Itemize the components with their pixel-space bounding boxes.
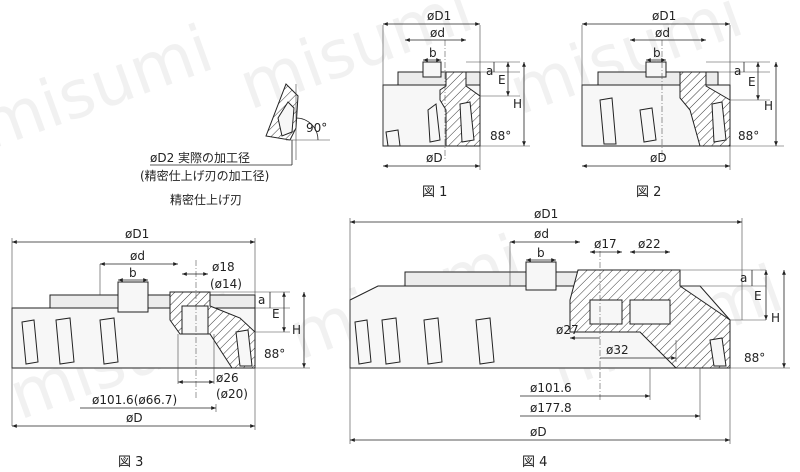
fig2-key bbox=[645, 61, 667, 78]
fig1-insert bbox=[459, 101, 475, 143]
fig2-D: øD bbox=[650, 151, 667, 165]
fig2-H: H bbox=[764, 99, 773, 113]
fig4-hole17: ø17 bbox=[594, 237, 617, 251]
fig3-caption: 図 3 bbox=[118, 455, 143, 470]
figure-3: øD1 ød b ø18 (ø14) a E H 88° ø26 (ø20) ø… bbox=[11, 227, 310, 470]
fig3-insert bbox=[99, 317, 119, 365]
detail-insert bbox=[277, 101, 295, 137]
fig2-angle: 88° bbox=[738, 129, 759, 143]
fig4-insert bbox=[381, 317, 401, 365]
fig2-a: a bbox=[734, 64, 741, 78]
fig2-insert bbox=[711, 101, 727, 143]
fig4-insert bbox=[475, 317, 495, 365]
fig3-bore bbox=[181, 305, 209, 335]
fig3-insert bbox=[55, 317, 75, 365]
fig3-bore-top-alt: (ø14) bbox=[210, 277, 242, 291]
fig4-angle: 88° bbox=[744, 351, 765, 365]
fig3-upper-hub bbox=[49, 294, 256, 309]
fig3-D: øD bbox=[126, 411, 143, 425]
fig4-hole bbox=[629, 299, 671, 325]
fig3-D1: øD1 bbox=[125, 227, 149, 241]
fig3-key bbox=[117, 281, 149, 313]
fig2-insert bbox=[599, 97, 617, 145]
fig4-E: E bbox=[754, 289, 762, 303]
fig4-insert bbox=[354, 319, 372, 365]
fig4-d: ød bbox=[534, 227, 549, 241]
fig3-insert bbox=[235, 329, 253, 367]
fig3-d: ød bbox=[130, 249, 145, 263]
fig4-D: øD bbox=[530, 425, 547, 439]
fig4-insert bbox=[423, 317, 443, 365]
fig3-bore-top: ø18 bbox=[212, 260, 235, 274]
fig2-insert bbox=[639, 107, 657, 143]
fig3-H: H bbox=[292, 323, 301, 337]
fig4-hole22: ø22 bbox=[638, 237, 661, 251]
fig4-hole bbox=[589, 299, 623, 325]
fig4-hole27: ø27 bbox=[556, 323, 579, 337]
fig1-insert bbox=[385, 129, 401, 147]
fig4-key bbox=[525, 261, 557, 291]
detail-note-line2: (精密仕上げ刃の加工径) bbox=[140, 168, 269, 183]
fig1-d: ød bbox=[430, 26, 445, 40]
fig3-bore-bottom-alt: (ø20) bbox=[216, 387, 248, 401]
fig4-insert bbox=[709, 337, 727, 367]
fig2-D1: øD1 bbox=[652, 9, 676, 23]
fig3-a: a bbox=[258, 293, 265, 307]
detail-note-line1: øD2 実際の加工径 bbox=[150, 150, 250, 165]
fig3-bore-bottom: ø26 bbox=[216, 371, 239, 385]
fig2-d: ød bbox=[655, 26, 670, 40]
fig4-pcd1: ø101.6 bbox=[530, 381, 572, 395]
fig2-b: b bbox=[653, 46, 661, 60]
fig1-D: øD bbox=[426, 151, 443, 165]
fig1-H: H bbox=[513, 97, 522, 111]
fig1-insert bbox=[427, 103, 441, 143]
fig1-angle: 88° bbox=[490, 129, 511, 143]
fig4-a: a bbox=[740, 271, 747, 285]
fig3-b: b bbox=[129, 266, 137, 280]
fig4-D1: øD1 bbox=[534, 207, 558, 221]
fig4-pcd2: ø177.8 bbox=[530, 401, 572, 415]
figure-1: øD1 ød b a E H øD 88° 図 1 bbox=[382, 9, 530, 200]
fig2-E: E bbox=[748, 75, 756, 89]
fig3-E: E bbox=[272, 307, 280, 321]
fig1-a: a bbox=[486, 64, 493, 78]
figure-2: øD1 ød b a E H øD 88° 図 2 bbox=[581, 9, 784, 200]
fig4-caption: 図 4 bbox=[522, 455, 547, 470]
fig1-key bbox=[422, 61, 442, 78]
fig3-angle: 88° bbox=[264, 347, 285, 361]
detail-angle-label: 90° bbox=[306, 121, 327, 135]
figure-4: øD1 ød b ø17 ø22 a E H 88° ø27 ø32 ø101.… bbox=[349, 207, 790, 470]
fig4-H: H bbox=[771, 311, 780, 325]
fig4-hole32: ø32 bbox=[606, 343, 629, 357]
fig3-pcd: ø101.6(ø66.7) bbox=[92, 393, 177, 407]
detail-angle-arc bbox=[295, 117, 319, 141]
watermark-text: misumi bbox=[0, 10, 222, 165]
watermark-layer: misumi misumi misumi misumi misumi misum… bbox=[0, 0, 792, 435]
detail-view: 90° øD2 実際の加工径 (精密仕上げ刃の加工径) 精密仕上げ刃 bbox=[140, 83, 330, 207]
fig4-b: b bbox=[537, 246, 545, 260]
fig1-E: E bbox=[498, 73, 506, 87]
fig1-caption: 図 1 bbox=[422, 185, 447, 200]
detail-caption: 精密仕上げ刃 bbox=[170, 192, 242, 207]
fig3-insert bbox=[21, 319, 39, 365]
fig2-caption: 図 2 bbox=[636, 185, 661, 200]
fig1-b: b bbox=[429, 46, 437, 60]
fig1-D1: øD1 bbox=[427, 9, 451, 23]
